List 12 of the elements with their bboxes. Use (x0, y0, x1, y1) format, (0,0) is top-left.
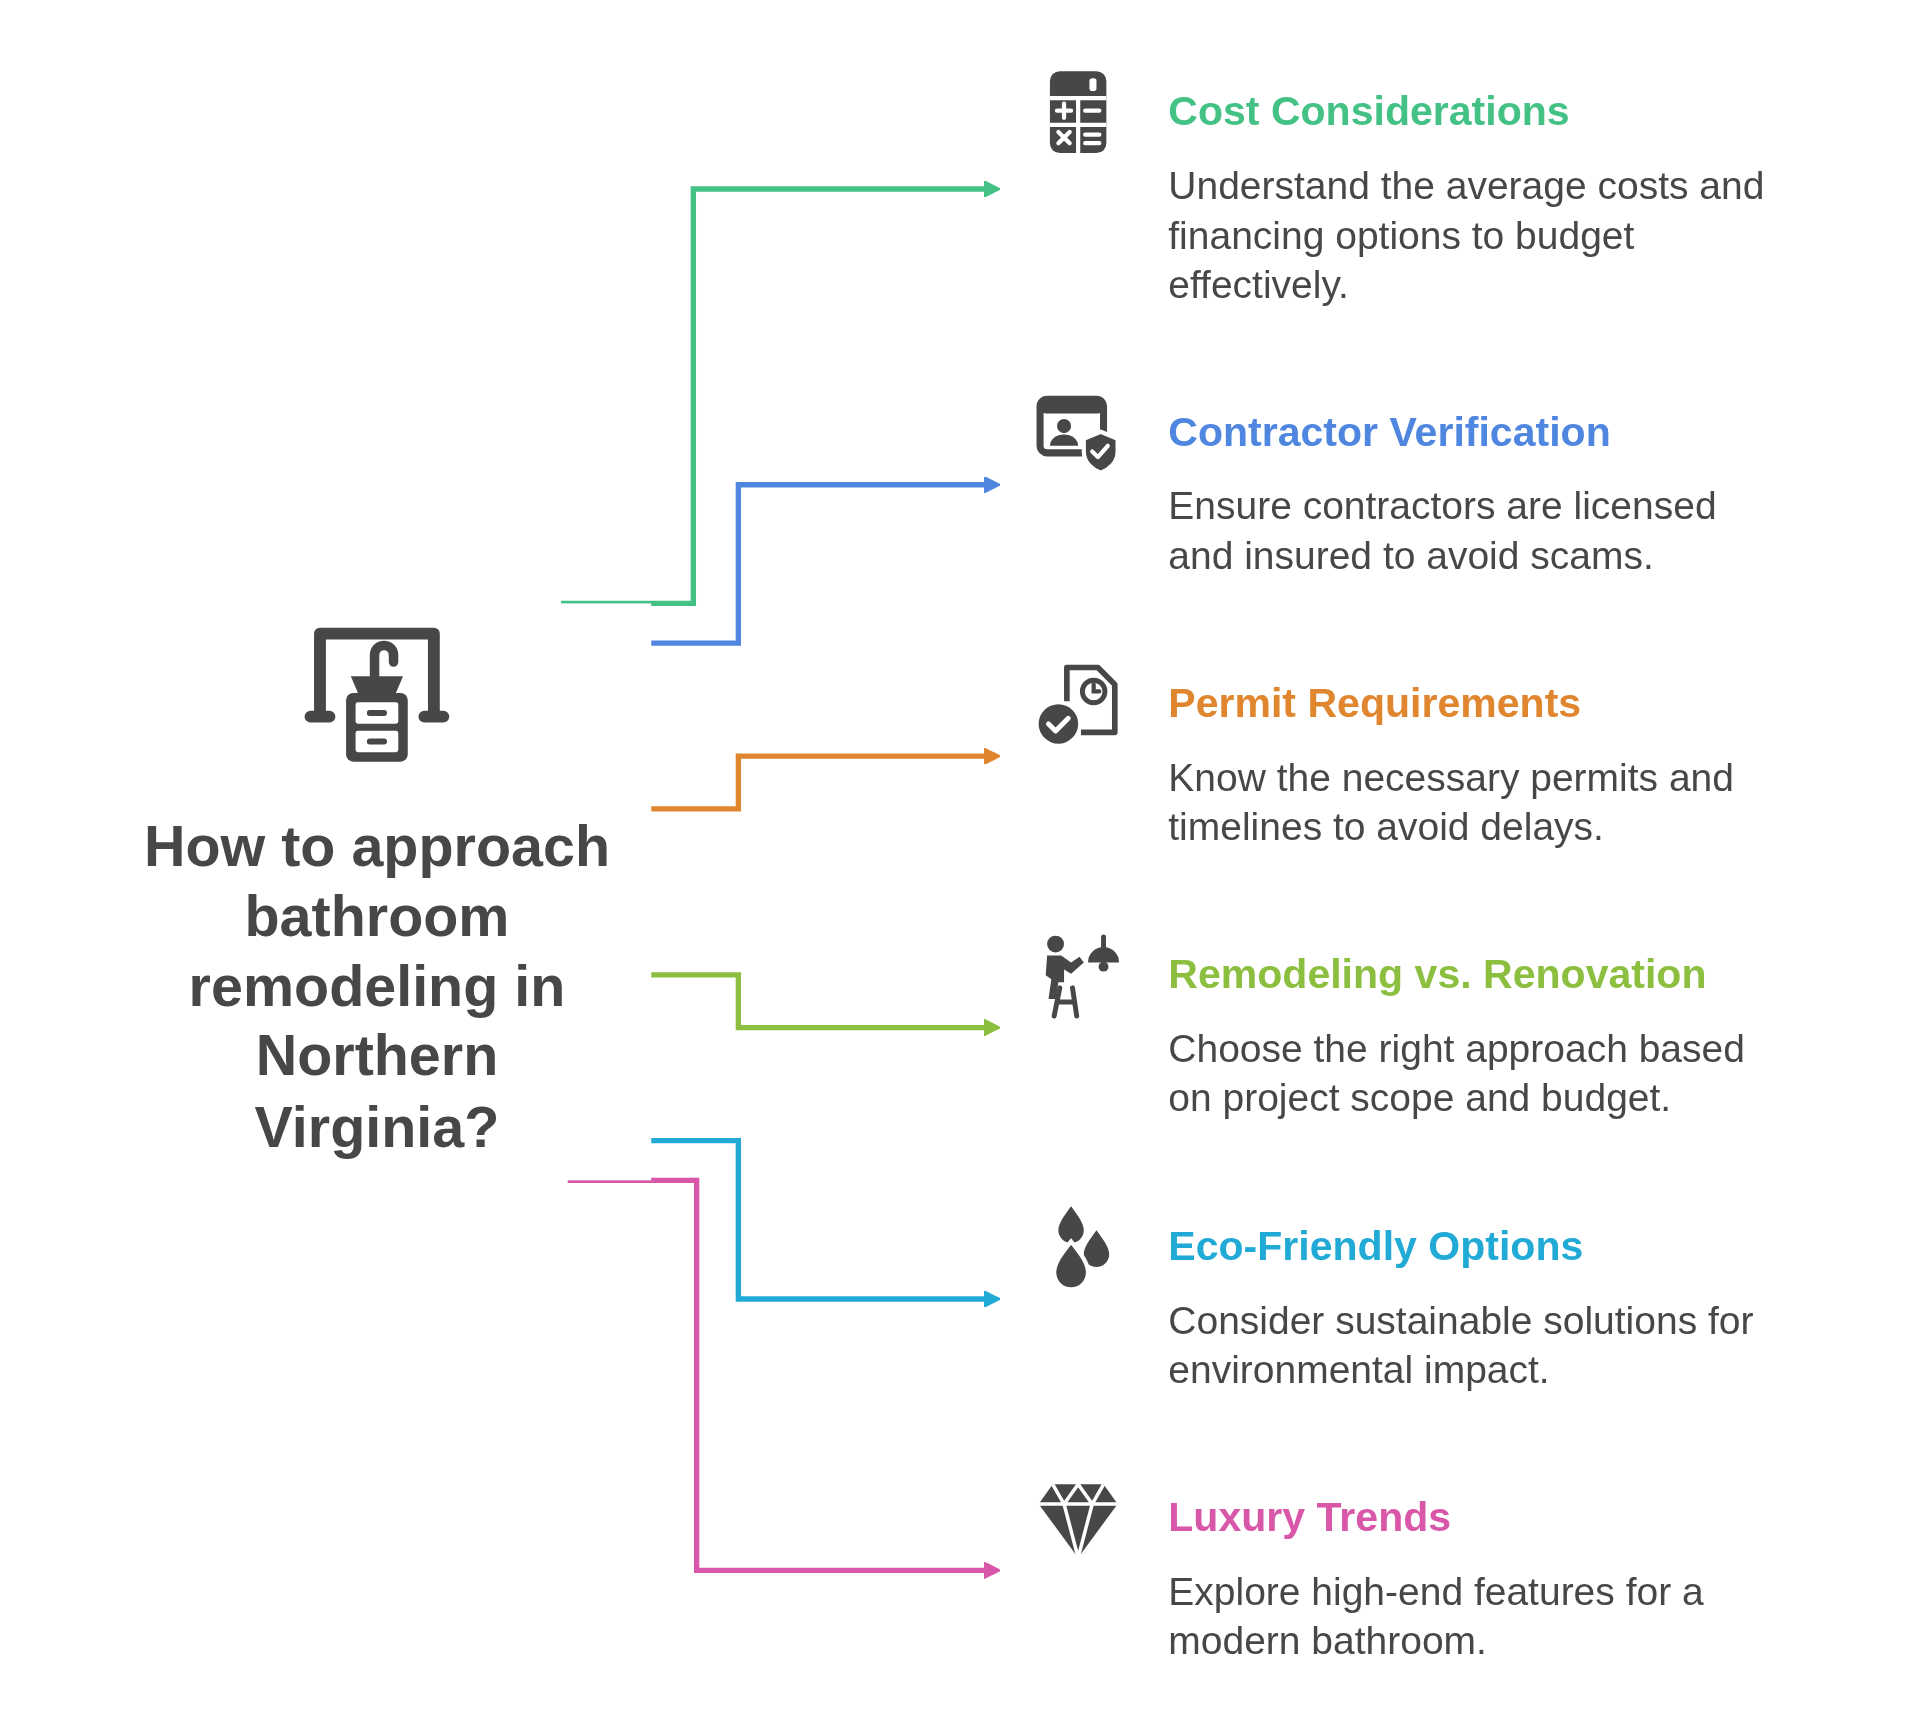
arrow (561, 179, 1001, 606)
node-text: Luxury Trends Explore high-end features for a modern bathroom. (1168, 1493, 1704, 1662)
node-text: Remodeling vs. Renovation Choose the right approach based on project scope and budget. (1168, 950, 1745, 1119)
arrow (651, 1137, 1001, 1308)
arrow (651, 971, 1001, 1037)
node-text: Contractor Verification Ensure contractors are licensed and insured to avoid scams. (1168, 408, 1717, 576)
arrow (651, 475, 1001, 646)
node-text: Permit Requirements Know the necessary permits and timelines to avoid delays. (1168, 679, 1734, 848)
arrow (651, 746, 1001, 812)
arrow (567, 1177, 1001, 1579)
node-text: Eco-Friendly Options Consider sustainable solutions for environmental impact. (1168, 1222, 1754, 1391)
node-text: Cost Considerations Understand the average costs and financing options to budget effectively. (1168, 87, 1765, 305)
